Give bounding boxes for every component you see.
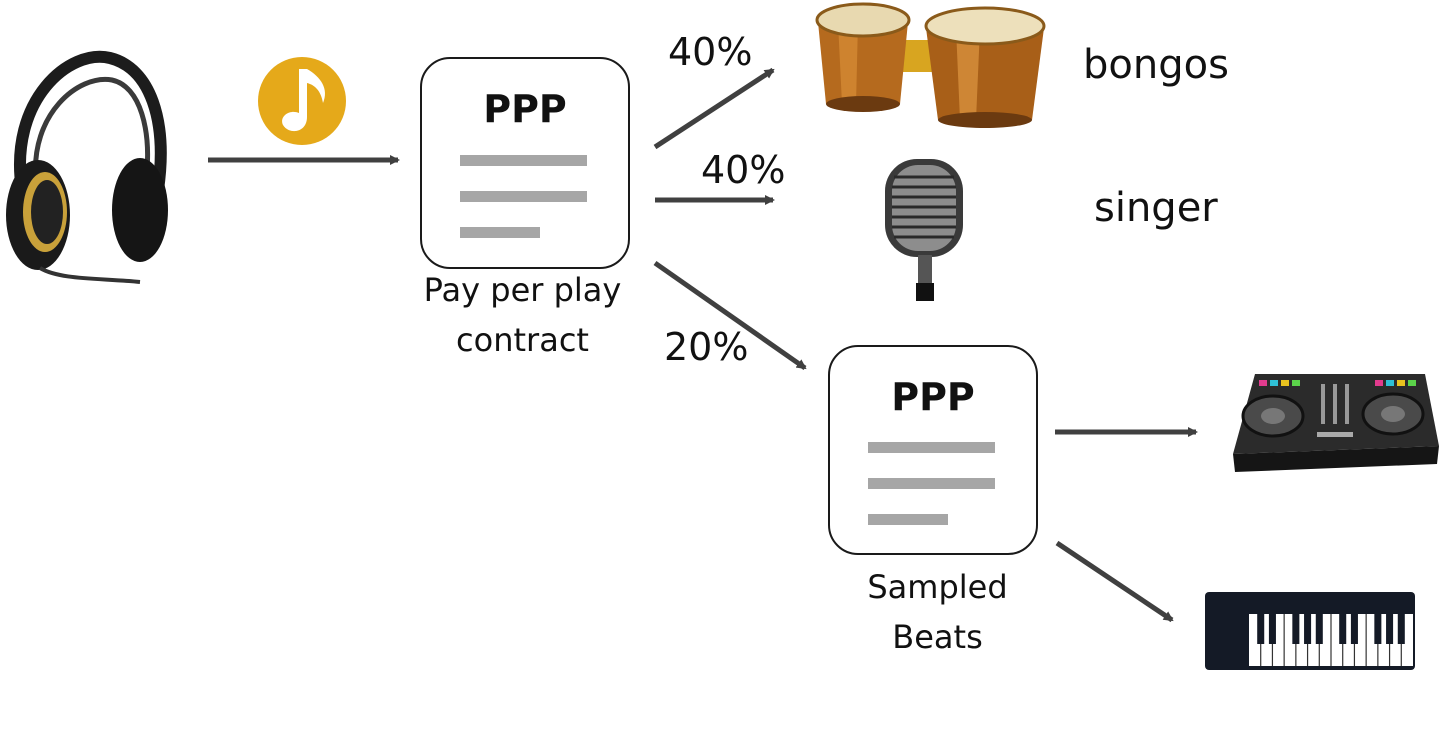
text-placeholder-line: [868, 442, 995, 453]
piano-black-key: [1397, 614, 1405, 644]
dj-controller-icon: [1233, 374, 1439, 472]
text-placeholder-line: [460, 227, 540, 238]
split-percent-singer: 40%: [701, 148, 786, 192]
arrow-to-keyboard: [1055, 540, 1174, 623]
split-percent-bongos: 40%: [668, 30, 753, 74]
piano-black-key: [1386, 614, 1394, 644]
arrow-to-sampled-beats: [653, 260, 807, 371]
piano-black-key: [1268, 614, 1276, 644]
recipient-singer-label: singer: [1094, 185, 1218, 231]
jam-token-icon: [258, 57, 346, 145]
text-placeholder-line: [460, 191, 587, 202]
keyboard-icon: [1205, 592, 1415, 670]
text-placeholder-line: [868, 478, 995, 489]
contract-caption: Pay per play contract: [400, 265, 645, 365]
text-placeholder-line: [460, 155, 587, 166]
piano-black-key: [1350, 614, 1358, 644]
caption-line: Pay per play: [423, 271, 622, 309]
contract-title: PPP: [483, 87, 567, 131]
bongos-icon: [815, 2, 1046, 128]
sampled-beats-contract-box: PPP: [828, 345, 1038, 555]
piano-black-key: [1339, 614, 1347, 644]
pay-per-play-contract-box: PPP: [420, 57, 630, 269]
piano-black-key: [1304, 614, 1312, 644]
arrow-to-bongos: [653, 67, 775, 150]
headphones-icon: [6, 50, 168, 284]
caption-line: Beats: [892, 618, 983, 656]
caption-line: contract: [456, 321, 589, 359]
contract-title: PPP: [891, 375, 975, 419]
microphone-icon: [885, 159, 963, 301]
split-percent-sampled: 20%: [664, 325, 749, 369]
piano-black-key: [1292, 614, 1300, 644]
piano-black-key: [1315, 614, 1323, 644]
piano-black-key: [1374, 614, 1382, 644]
contract-caption: Sampled Beats: [810, 562, 1065, 662]
caption-line: Sampled: [867, 568, 1008, 606]
text-placeholder-line: [868, 514, 948, 525]
piano-black-key: [1257, 614, 1265, 644]
recipient-bongos-label: bongos: [1083, 42, 1229, 88]
